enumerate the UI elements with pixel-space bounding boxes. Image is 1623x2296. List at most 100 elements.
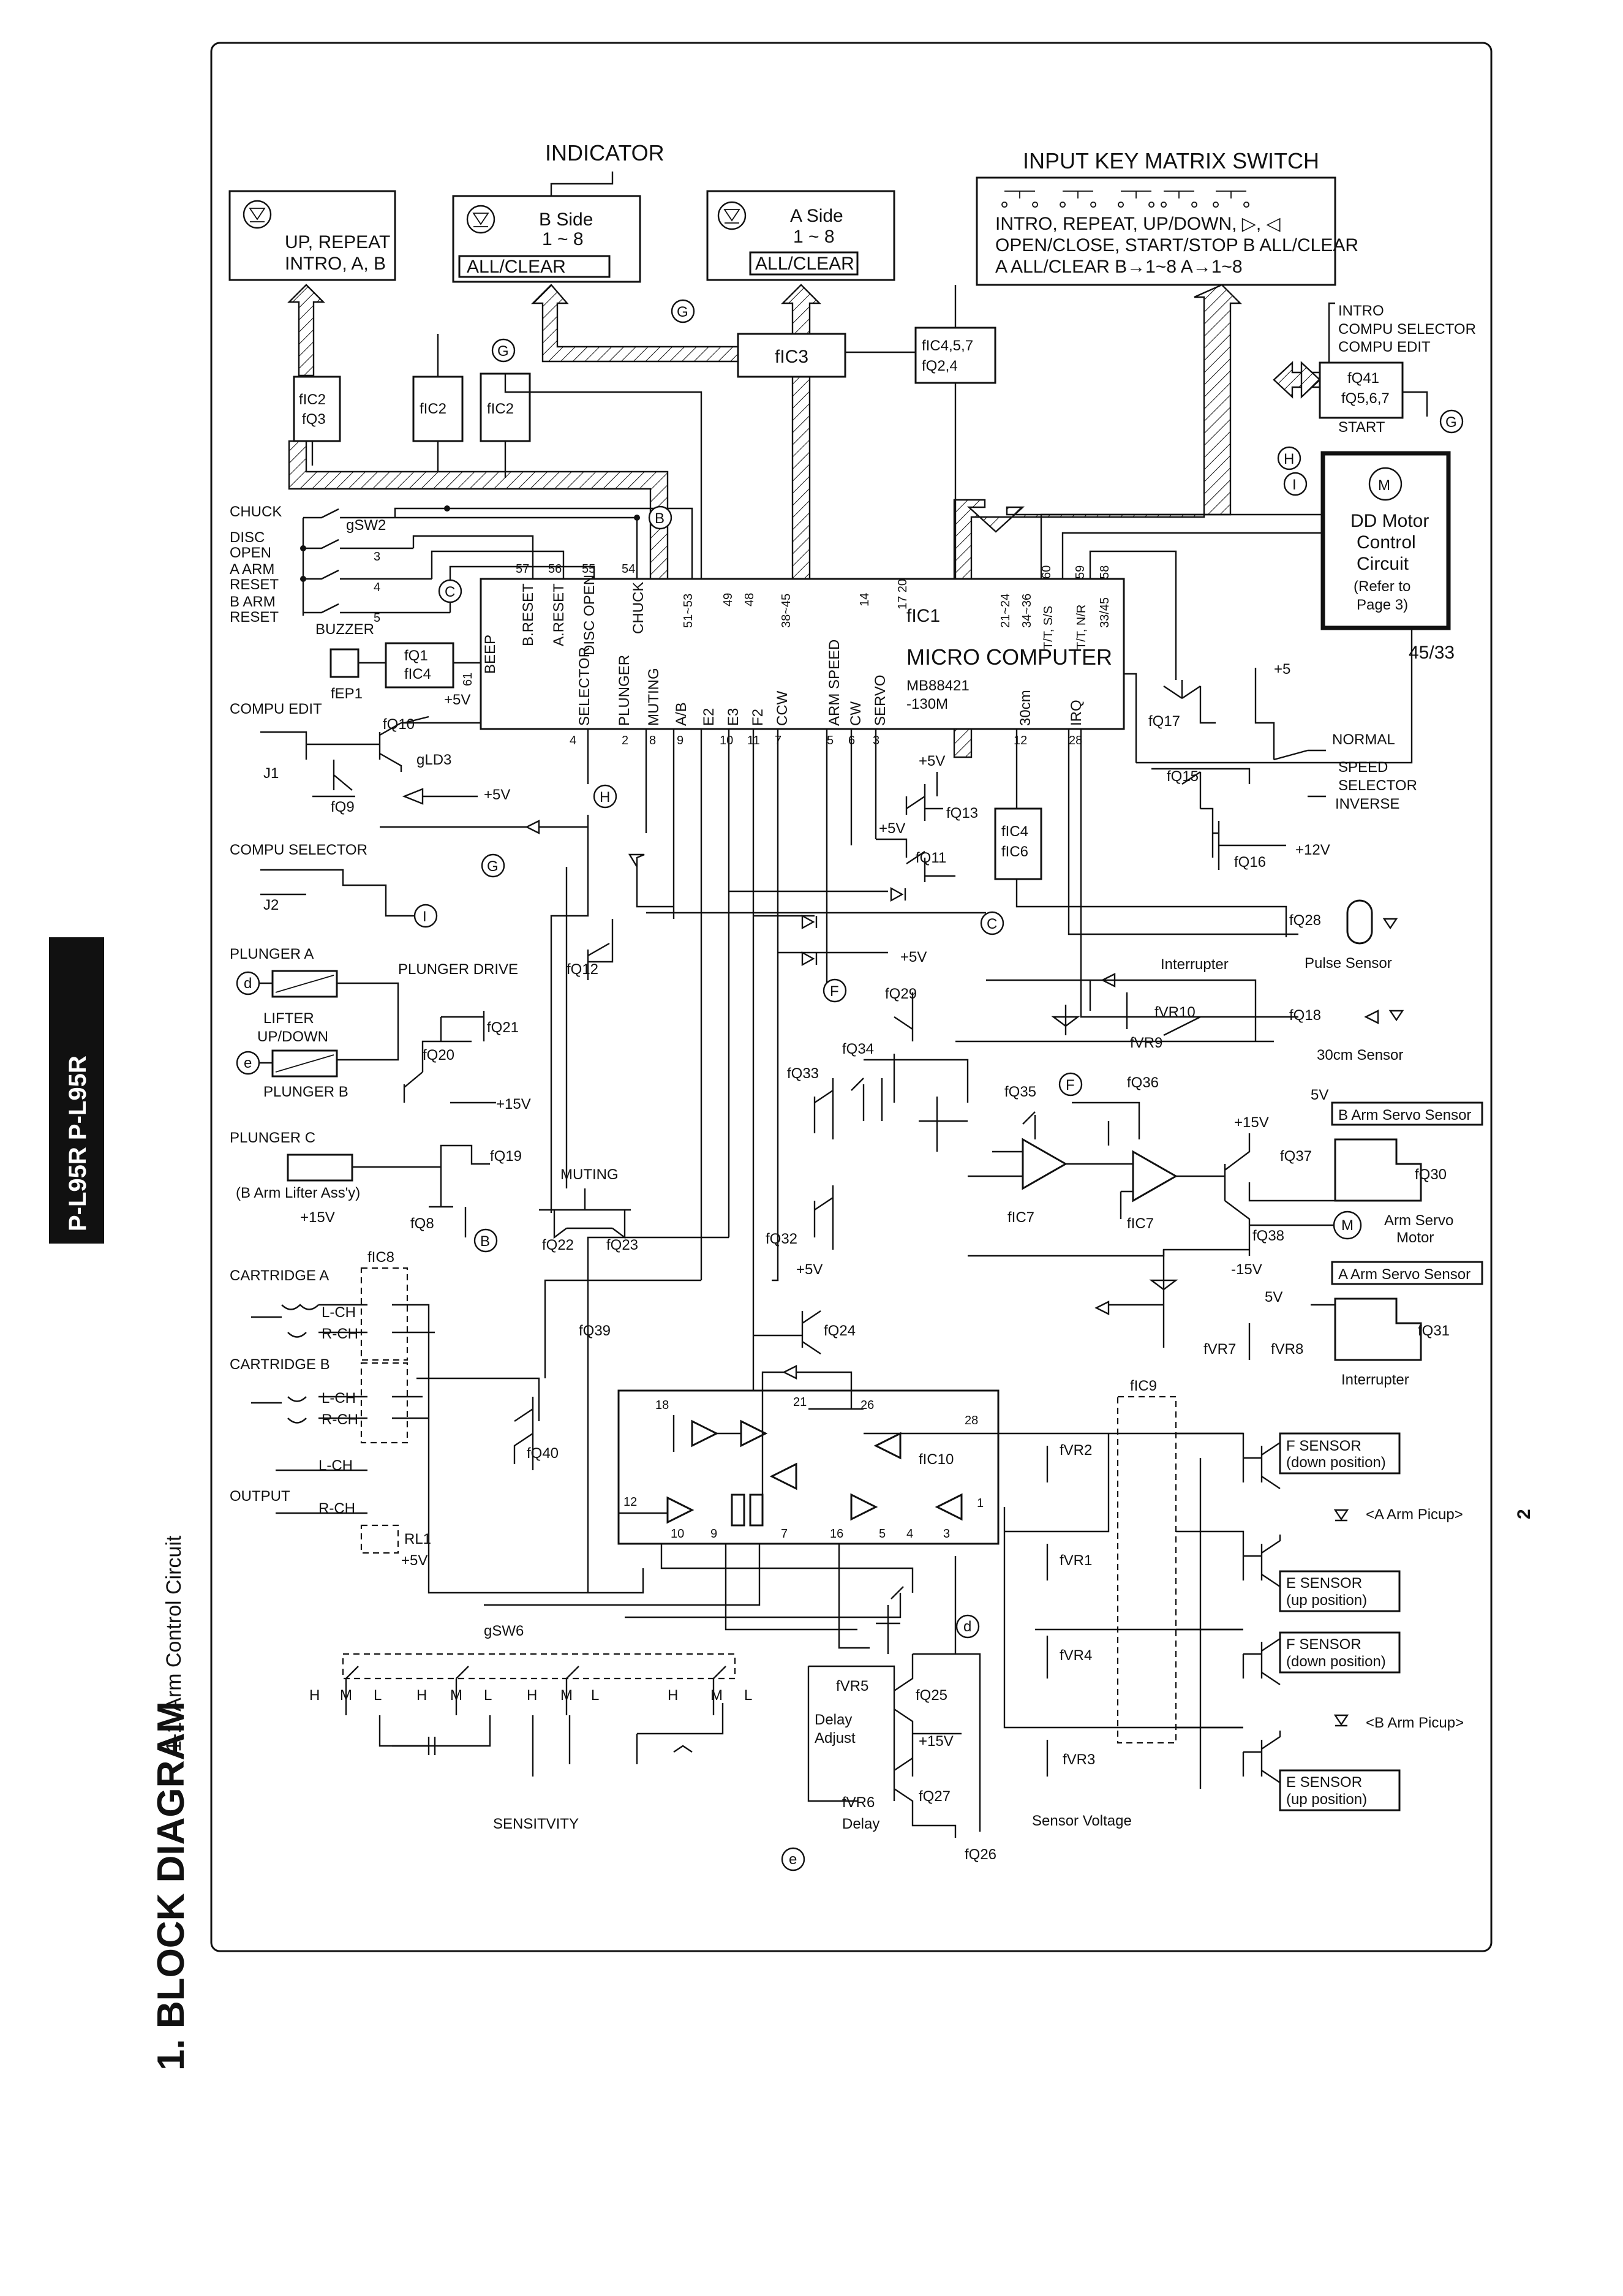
svg-text:M: M bbox=[1378, 477, 1390, 494]
pin-cw: CW bbox=[848, 701, 864, 726]
q41-line2: fQ5,6,7 bbox=[1341, 390, 1390, 407]
lbl-fvr9: fVR9 bbox=[1130, 1035, 1162, 1051]
dd-motor-block: M DD Motor Control Circuit (Refer to Pag… bbox=[1136, 451, 1455, 764]
lbl-h2: H bbox=[416, 1687, 427, 1704]
lbl-lch-out: L-CH bbox=[318, 1457, 353, 1474]
ind-a-line1: A Side bbox=[790, 206, 843, 226]
ind-b-line3: ALL/CLEAR bbox=[467, 257, 566, 277]
lbl-disc: DISC bbox=[230, 529, 265, 546]
pin-ab: A/B bbox=[673, 702, 690, 726]
ind-b-line1: B Side bbox=[539, 210, 593, 230]
input-key-matrix: INTRO, REPEAT, UP/DOWN, ▷, ◁ OPEN/CLOSE,… bbox=[976, 176, 1358, 286]
lbl-chuck: CHUCK bbox=[230, 504, 282, 520]
ic10-p9: 9 bbox=[710, 1527, 717, 1541]
cartridge-output: CARTRIDGE A fIC8 L-CH R-CH CARTRIDGE B L… bbox=[230, 1249, 611, 1569]
lbl-fvr4: fVR4 bbox=[1060, 1647, 1092, 1664]
lbl-plus5v-q29: +5V bbox=[900, 949, 927, 965]
ic457-block: fIC4,5,7 fQ2,4 bbox=[914, 327, 996, 384]
ic10-p4: 4 bbox=[906, 1527, 913, 1541]
ic4ic6-line1: fIC4 bbox=[1001, 823, 1028, 840]
model-tab bbox=[49, 937, 104, 1244]
pin21-24: 21~24 bbox=[999, 594, 1012, 628]
tag-e-2: e bbox=[781, 1847, 805, 1871]
lbl-rch-out: R-CH bbox=[318, 1500, 355, 1517]
svg-text:I: I bbox=[1292, 477, 1297, 493]
svg-text:e: e bbox=[789, 1851, 797, 1868]
lbl-fvr2: fVR2 bbox=[1060, 1442, 1092, 1459]
lbl-fq16: fQ16 bbox=[1234, 854, 1266, 870]
ind-left-line1: UP, REPEAT bbox=[285, 232, 390, 252]
q41-line1: fQ41 bbox=[1347, 370, 1379, 387]
lbl-inverse: INVERSE bbox=[1335, 796, 1399, 812]
lbl-plus5v-q11: +5V bbox=[879, 820, 905, 837]
key-line2: OPEN/CLOSE, START/STOP B ALL/CLEAR bbox=[995, 235, 1358, 255]
ic10-p5: 5 bbox=[879, 1527, 886, 1541]
ic10-p18: 18 bbox=[655, 1399, 669, 1412]
diagram-frame bbox=[210, 42, 1493, 1952]
lbl-lch-b: L-CH bbox=[322, 1390, 356, 1407]
sensor-voltage-area: fIC9 fVR2 fVR1 fVR4 fVR3 Sensor Voltage … bbox=[998, 1378, 1464, 1829]
lbl-fq12: fQ12 bbox=[567, 961, 598, 978]
lbl-fvr3: fVR3 bbox=[1063, 1751, 1095, 1768]
tag-B-2: B bbox=[473, 1228, 498, 1253]
pin-ccw: CCW bbox=[774, 690, 791, 726]
lbl-fvr8: fVR8 bbox=[1271, 1341, 1303, 1358]
lbl-l1: L bbox=[374, 1687, 382, 1704]
data-buses bbox=[287, 284, 1321, 758]
pin17-20: 17 20 bbox=[896, 579, 909, 610]
lbl-fq25: fQ25 bbox=[916, 1687, 947, 1704]
v45-33-label: 45/33 bbox=[1409, 643, 1455, 663]
lbl-interrupter-1: Interrupter bbox=[1161, 956, 1229, 973]
lbl-fq19: fQ19 bbox=[490, 1148, 522, 1165]
lbl-b-arm-servo: B Arm Servo Sensor bbox=[1338, 1107, 1471, 1123]
lbl-plus15v-q37: +15V bbox=[1234, 1114, 1269, 1131]
pin56: 56 bbox=[548, 562, 562, 576]
lbl-fq39: fQ39 bbox=[579, 1323, 611, 1339]
ic2q3-block: fIC2 fQ3 bbox=[293, 376, 341, 442]
q1ic4-line1: fQ1 bbox=[404, 648, 428, 664]
lbl-fq23: fQ23 bbox=[606, 1237, 638, 1253]
lbl-fq8: fQ8 bbox=[410, 1215, 434, 1232]
lbl-reset2: RESET bbox=[230, 609, 279, 625]
ind-b-line2: 1 ~ 8 bbox=[542, 229, 584, 249]
ic2b-label: fIC2 bbox=[487, 401, 514, 417]
lbl-output: OUTPUT bbox=[230, 1488, 290, 1505]
lbl-pulse-sensor: Pulse Sensor bbox=[1305, 955, 1392, 972]
ic10-p3: 3 bbox=[943, 1527, 950, 1541]
pin14: 14 bbox=[858, 593, 872, 606]
lbl-f-sensor-1b: (down position) bbox=[1286, 1454, 1386, 1471]
lbl-gsw2: gSW2 bbox=[346, 517, 386, 534]
lbl-interrupter-2: Interrupter bbox=[1341, 1372, 1409, 1388]
tag-F-2: F bbox=[1058, 1072, 1083, 1097]
lbl-plus15v-q25: +15V bbox=[919, 1733, 954, 1750]
svg-text:d: d bbox=[963, 1618, 971, 1635]
pin55: 55 bbox=[582, 562, 595, 576]
mc-name: MICRO COMPUTER bbox=[906, 644, 1112, 670]
lbl-fq28: fQ28 bbox=[1289, 912, 1321, 929]
lbl-fvr1: fVR1 bbox=[1060, 1552, 1092, 1569]
lbl-b-arm: B ARM bbox=[230, 594, 276, 610]
lbl-plus12v: +12V bbox=[1295, 842, 1330, 858]
lbl-fq29: fQ29 bbox=[885, 986, 917, 1002]
indicator-header: INDICATOR bbox=[545, 140, 665, 165]
tag-H-1: H bbox=[1277, 446, 1301, 470]
dd-line1: DD Motor bbox=[1350, 511, 1429, 531]
lbl-fq37: fQ37 bbox=[1280, 1148, 1312, 1165]
mc-ic-label: fIC1 bbox=[906, 606, 940, 626]
mc-part-1: MB88421 bbox=[906, 678, 970, 694]
tag-I-2: I bbox=[413, 904, 438, 928]
buzzer-compu-edit: BUZZER fEP1 fQ1 fIC4 COMPU EDIT J1 fQ10 … bbox=[230, 621, 588, 917]
indicator-b-side: B Side 1 ~ 8 ALL/CLEAR bbox=[452, 195, 641, 283]
ic10-p26: 26 bbox=[860, 1399, 874, 1412]
lbl-plus5v-q13: +5V bbox=[919, 753, 945, 769]
lbl-plus5v-q32: +5V bbox=[796, 1261, 823, 1278]
lbl-fq27: fQ27 bbox=[919, 1788, 951, 1805]
pin-f2: F2 bbox=[750, 709, 766, 726]
lbl-h3: H bbox=[527, 1687, 537, 1704]
q41-block: fQ41 fQ5,6,7 INTRO COMPU SELECTOR COMPU … bbox=[1319, 302, 1476, 436]
lbl-fq38: fQ38 bbox=[1252, 1228, 1284, 1244]
ic3-label: fIC3 bbox=[775, 347, 808, 367]
lbl-gld3: gLD3 bbox=[416, 752, 451, 768]
